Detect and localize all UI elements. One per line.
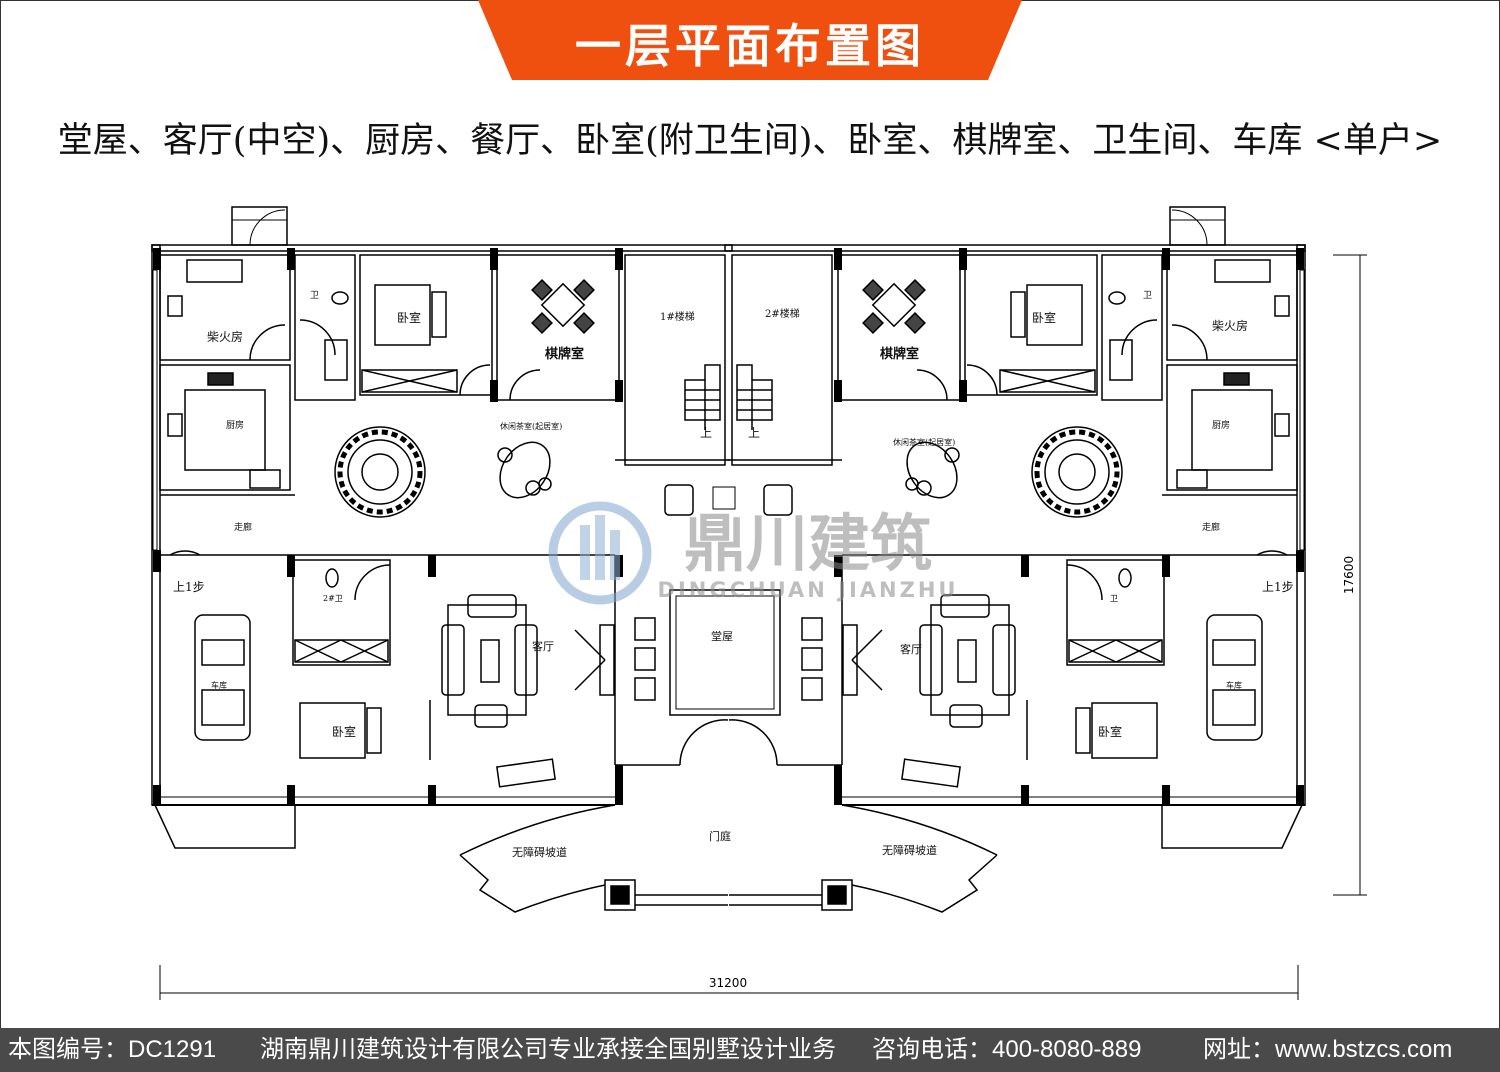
label-stair-2: 2#楼梯	[765, 307, 800, 320]
label-up-1: 上	[700, 426, 712, 440]
footer-website[interactable]: 网址：www.bstzcs.com	[1203, 1036, 1453, 1063]
label-tea-right: 休闲茶室(起居室)	[893, 437, 955, 447]
label-bedroom-bottom-right: 卧室	[1098, 724, 1122, 739]
label-firewood-left: 柴火房	[207, 329, 243, 344]
label-garage-right: 车库	[1226, 680, 1242, 690]
room-list-subtitle: 堂屋、客厅(中空)、厨房、餐厅、卧室(附卫生间)、卧室、棋牌室、卫生间、车库 <…	[57, 121, 1443, 161]
label-bedroom-top-right: 卧室	[1032, 310, 1056, 325]
label-chess-left: 棋牌室	[544, 346, 584, 362]
label-bath-left: 卫	[310, 291, 319, 301]
footer-bar: 本图编号：DC1291 湖南鼎川建筑设计有限公司专业承接全国别墅设计业务 咨询电…	[0, 1028, 1500, 1072]
footer-phone: 咨询电话：400-8080-889	[872, 1036, 1142, 1063]
label-bedroom-top-left: 卧室	[397, 310, 421, 325]
label-ramp-left: 无障碍坡道	[512, 845, 567, 859]
label-corridor-left: 走廊	[234, 521, 252, 533]
dimension-depth-label: 17600	[1342, 556, 1356, 594]
label-step-left: 上1步	[173, 580, 205, 594]
label-hall: 堂屋	[711, 630, 733, 643]
page-title: 一层平面布置图	[575, 19, 925, 73]
hall-carpet-inner	[675, 595, 775, 710]
label-ramp-right: 无障碍坡道	[882, 843, 937, 857]
label-courtyard: 门庭	[709, 829, 731, 843]
label-bath2-left: 2#卫	[323, 594, 343, 603]
hall-carpet	[669, 589, 781, 716]
label-living-right: 客厅	[900, 642, 922, 656]
label-up-2: 上	[748, 426, 760, 440]
watermark-logo-icon	[548, 501, 652, 605]
watermark-name: 鼎川建筑	[684, 507, 932, 580]
label-tea-left: 休闲茶室(起居室)	[500, 421, 562, 431]
label-living-left: 客厅	[532, 639, 554, 653]
footer-drawing-number: 本图编号：DC1291	[8, 1036, 217, 1063]
label-step-right: 上1步	[1262, 580, 1294, 594]
floor-plan: 鼎川建筑 DINGCHUAN JIANZHU 柴火房 柴火房 厨房 厨房 卫 卫…	[0, 0, 1367, 1000]
label-bedroom-bottom-left: 卧室	[332, 724, 356, 739]
label-chess-right: 棋牌室	[879, 346, 919, 362]
title-banner: 一层平面布置图	[478, 0, 1022, 80]
banner-shape	[478, 0, 1022, 80]
label-stair-1: 1#楼梯	[660, 310, 695, 323]
label-garage-left: 车库	[211, 680, 227, 690]
dimension-width-label: 31200	[709, 976, 747, 990]
label-bath-right: 卫	[1143, 291, 1152, 301]
label-corridor-right: 走廊	[1202, 521, 1220, 533]
hall-stool	[712, 486, 736, 510]
footer-company: 湖南鼎川建筑设计有限公司专业承接全国别墅设计业务	[260, 1036, 836, 1063]
label-firewood-right: 柴火房	[1212, 318, 1248, 333]
label-kitchen-right: 厨房	[1212, 419, 1230, 431]
dimension-width: 31200	[159, 965, 1299, 1000]
dimension-depth: 17600	[1333, 254, 1367, 896]
label-kitchen-left: 厨房	[226, 419, 244, 431]
watermark-pinyin: DINGCHUAN JIANZHU	[658, 578, 959, 602]
watermark: 鼎川建筑 DINGCHUAN JIANZHU	[548, 501, 959, 605]
room-labels: 柴火房 柴火房 厨房 厨房 卫 卫 卧室 卧室 棋牌室 棋牌室 1#楼梯 2#楼…	[173, 291, 1294, 859]
label-bath2-right: 卫	[1110, 594, 1118, 603]
